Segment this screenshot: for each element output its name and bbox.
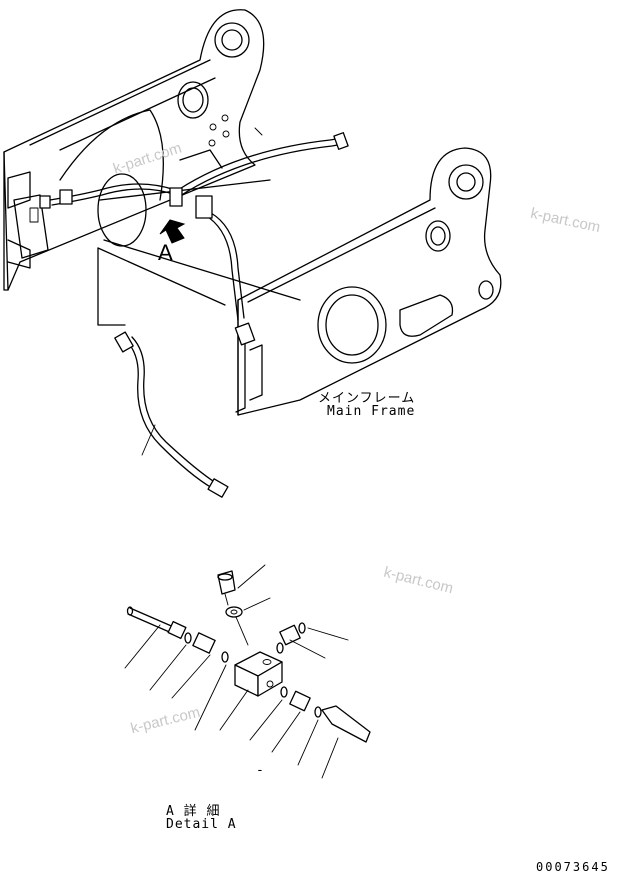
- detail-a-exploded: [124, 564, 371, 779]
- drawing-number: 00073645: [536, 860, 610, 874]
- left-bracket: [7, 171, 49, 269]
- loose-hose: [114, 331, 229, 498]
- main-frame-label-jp: メインフレーム: [318, 391, 416, 406]
- dash-mark: -: [256, 763, 265, 778]
- upper-hoses: [39, 132, 349, 346]
- detail-label-en: Detail A: [166, 817, 237, 832]
- cross-tube: [59, 109, 301, 306]
- view-arrow: [159, 219, 186, 244]
- leader-line: [254, 127, 263, 136]
- left-frame-plate: [3, 9, 265, 291]
- view-label-a: A: [158, 240, 173, 265]
- detail-label-jp: A 詳 細: [166, 804, 221, 819]
- main-frame-label-en: Main Frame: [327, 404, 416, 419]
- right-frame-plate: [235, 147, 502, 416]
